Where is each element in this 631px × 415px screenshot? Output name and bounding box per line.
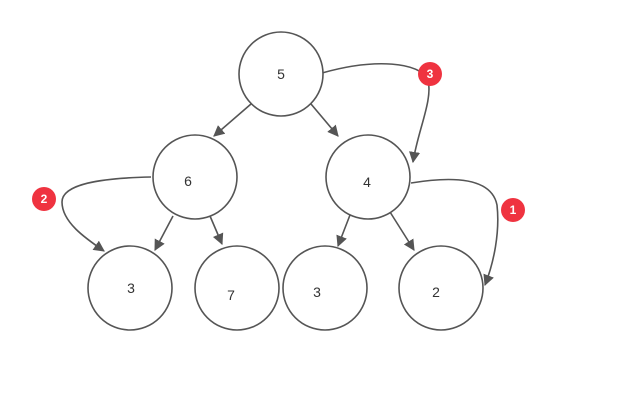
step-badge-1: 1 bbox=[501, 198, 525, 222]
node-3-left: 3 bbox=[87, 245, 173, 331]
edge-4-to-2 bbox=[389, 211, 415, 251]
step-badge-2-circle bbox=[32, 187, 56, 211]
edge-6-to-3 bbox=[154, 215, 174, 251]
step-badge-3-label: 3 bbox=[427, 67, 434, 81]
node-7: 7 bbox=[194, 245, 280, 331]
edge-5-to-6 bbox=[213, 103, 252, 137]
node-5-label: 5 bbox=[277, 66, 285, 82]
edge-5-to-4 bbox=[310, 103, 339, 137]
node-3-right: 3 bbox=[282, 245, 368, 331]
traversal-arrow-1 bbox=[410, 178, 499, 287]
edges bbox=[154, 103, 415, 251]
node-3-left-circle bbox=[87, 245, 173, 331]
node-7-label: 7 bbox=[227, 287, 235, 303]
traversal-arrow-2 bbox=[61, 176, 152, 252]
edge-4-to-3 bbox=[336, 214, 351, 248]
node-4: 4 bbox=[325, 134, 411, 220]
node-6-label: 6 bbox=[184, 173, 192, 189]
node-7-circle bbox=[194, 245, 280, 331]
node-3-right-circle bbox=[282, 245, 368, 331]
edge-6-to-7 bbox=[209, 215, 224, 246]
step-badge-1-circle bbox=[501, 198, 525, 222]
node-3-left-label: 3 bbox=[127, 280, 135, 296]
node-5: 5 bbox=[238, 31, 324, 117]
node-6: 6 bbox=[152, 134, 238, 220]
step-badge-1-label: 1 bbox=[510, 203, 517, 217]
node-4-circle bbox=[325, 134, 411, 220]
node-4-label: 4 bbox=[363, 174, 371, 190]
step-badge-2-label: 2 bbox=[41, 192, 48, 206]
node-2: 2 bbox=[398, 245, 484, 331]
step-badge-2: 2 bbox=[32, 187, 56, 211]
node-5-circle bbox=[238, 31, 324, 117]
node-2-circle bbox=[398, 245, 484, 331]
step-badge-3: 3 bbox=[418, 62, 442, 86]
step-badge-3-circle bbox=[418, 62, 442, 86]
node-6-circle bbox=[152, 134, 238, 220]
node-2-label: 2 bbox=[432, 284, 440, 300]
node-3-right-label: 3 bbox=[313, 284, 321, 300]
